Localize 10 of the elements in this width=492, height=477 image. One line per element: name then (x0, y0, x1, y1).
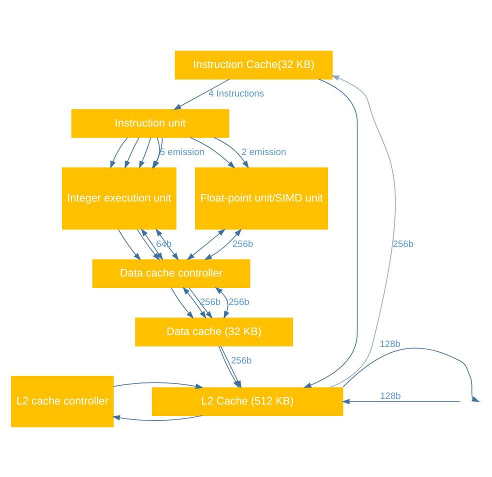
edge-label: 2 emission (242, 146, 286, 157)
edge-label: 5 emission (160, 146, 204, 157)
edge-label: 256b (230, 355, 252, 366)
edge-label: 256b (200, 296, 221, 307)
edge-label: 4 Instructions (208, 88, 264, 98)
edge-label: 256b (392, 238, 414, 248)
edge-label: 128b (380, 390, 401, 400)
edge-label: 256b (228, 296, 250, 307)
edge-label: 256b (232, 238, 254, 248)
edge-label: 128b (380, 338, 401, 348)
